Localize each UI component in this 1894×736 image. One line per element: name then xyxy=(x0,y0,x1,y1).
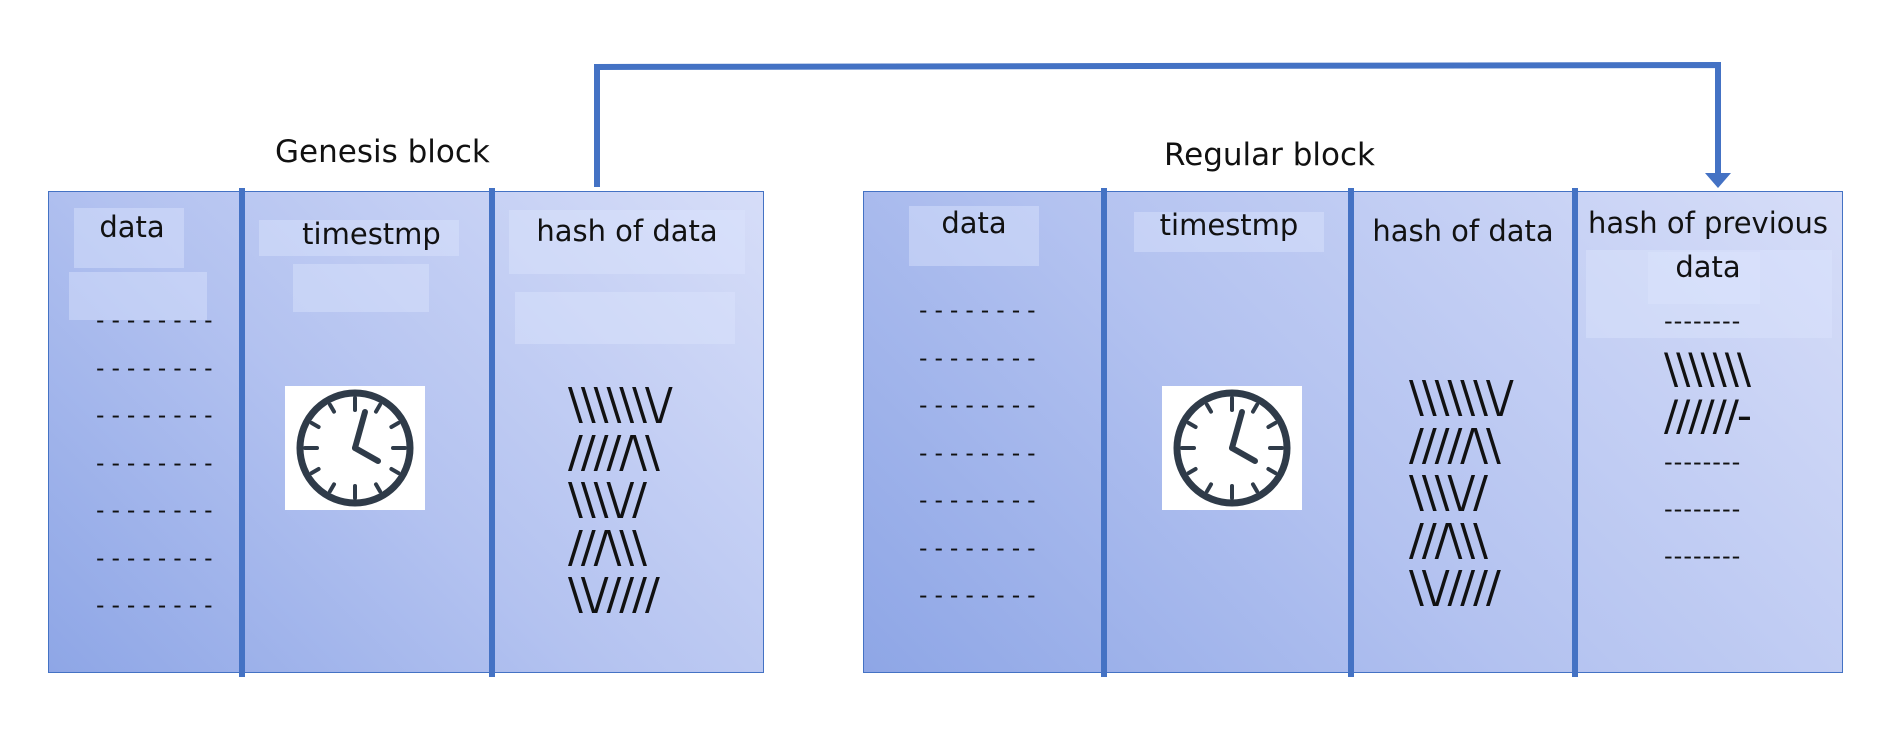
list-item: -------- xyxy=(93,353,217,382)
regular-hash-list: \\\\\\\/ /////\\ \\\\// ///\\\ \\///// xyxy=(1409,372,1514,613)
list-item: /////\\ xyxy=(568,426,660,478)
genesis-hash-label: hash of data xyxy=(536,214,718,248)
list-item: -------- xyxy=(1664,448,1742,476)
list-item: -------- xyxy=(1664,495,1742,523)
genesis-data-label: data xyxy=(99,210,165,244)
list-item: -------- xyxy=(93,543,217,572)
list-item: -------- xyxy=(916,533,1040,562)
genesis-divider-2 xyxy=(489,188,495,677)
regular-data-label-bg xyxy=(909,206,1039,266)
regular-timestamp-label: timestmp xyxy=(1159,208,1299,242)
hash-link-arrowhead xyxy=(1705,173,1731,188)
genesis-data-label-bg-2 xyxy=(69,272,207,320)
regular-prev-hash-label-bg-2 xyxy=(1648,252,1760,304)
list-item: /////\\ xyxy=(1409,419,1501,471)
list-item: -------- xyxy=(916,486,1040,514)
list-item: -------- xyxy=(916,296,1040,324)
regular-prev-hash-list: -------- \\\\\\\ //////- -------- ------… xyxy=(1664,298,1752,580)
regular-block-title: Regular block xyxy=(1164,137,1376,173)
hash-link-line xyxy=(594,61,1721,187)
genesis-divider-1 xyxy=(239,188,245,677)
genesis-data-label-bg xyxy=(74,208,184,268)
regular-prev-hash-label-bg xyxy=(1586,250,1832,338)
regular-timestamp-label-bg xyxy=(1134,212,1324,252)
list-item: -------- xyxy=(1664,542,1742,570)
clock-icon xyxy=(1173,389,1291,507)
genesis-timestamp-label-bg xyxy=(259,220,459,256)
list-item: //////- xyxy=(1664,391,1752,440)
list-item: \\\\\\\/ xyxy=(568,379,673,430)
regular-prev-hash-label-line1: hash of previous xyxy=(1587,206,1828,240)
regular-divider-1 xyxy=(1101,188,1107,677)
genesis-block: data -------- -------- -------- --------… xyxy=(48,188,764,677)
list-item: -------- xyxy=(93,448,217,477)
regular-divider-2 xyxy=(1348,188,1354,677)
regular-hash-label: hash of data xyxy=(1372,214,1554,248)
list-item: -------- xyxy=(93,496,217,524)
list-item: -------- xyxy=(916,581,1040,609)
list-item: -------- xyxy=(93,401,217,429)
regular-data-label: data xyxy=(941,206,1007,240)
list-item: -------- xyxy=(1664,307,1742,335)
genesis-hash-label-bg-2 xyxy=(515,292,735,344)
list-item: -------- xyxy=(93,306,217,334)
regular-data-list: -------- -------- -------- -------- ----… xyxy=(916,287,1040,620)
list-item: ///\\\ xyxy=(568,521,647,573)
list-item: \\\\// xyxy=(568,474,647,525)
genesis-timestamp-label-bg-2 xyxy=(293,264,429,312)
clock-icon xyxy=(296,389,414,507)
genesis-hash-list: \\\\\\\/ /////\\ \\\\// ///\\\ \\///// xyxy=(568,379,673,620)
genesis-timestamp-label: timestmp xyxy=(302,217,441,251)
regular-block: data -------- -------- -------- --------… xyxy=(863,188,1843,677)
list-item: \\///// xyxy=(568,569,660,620)
genesis-data-list: -------- -------- -------- -------- ----… xyxy=(93,297,217,630)
regular-prev-hash-label-line2: data xyxy=(1675,250,1741,284)
list-item: ///\\\ xyxy=(1409,514,1488,566)
list-item: -------- xyxy=(916,343,1040,372)
list-item: \\\\\\\/ xyxy=(1409,372,1514,423)
list-item: -------- xyxy=(916,438,1040,467)
regular-divider-3 xyxy=(1572,188,1578,677)
genesis-clock-box xyxy=(285,386,425,510)
list-item: \\\\// xyxy=(1409,467,1488,518)
list-item: \\///// xyxy=(1409,562,1501,613)
genesis-block-title: Genesis block xyxy=(275,134,490,170)
genesis-hash-label-bg xyxy=(509,210,745,274)
list-item: -------- xyxy=(916,391,1040,419)
regular-clock-box xyxy=(1162,386,1302,510)
list-item: \\\\\\\ xyxy=(1664,344,1751,393)
list-item: -------- xyxy=(93,591,217,619)
